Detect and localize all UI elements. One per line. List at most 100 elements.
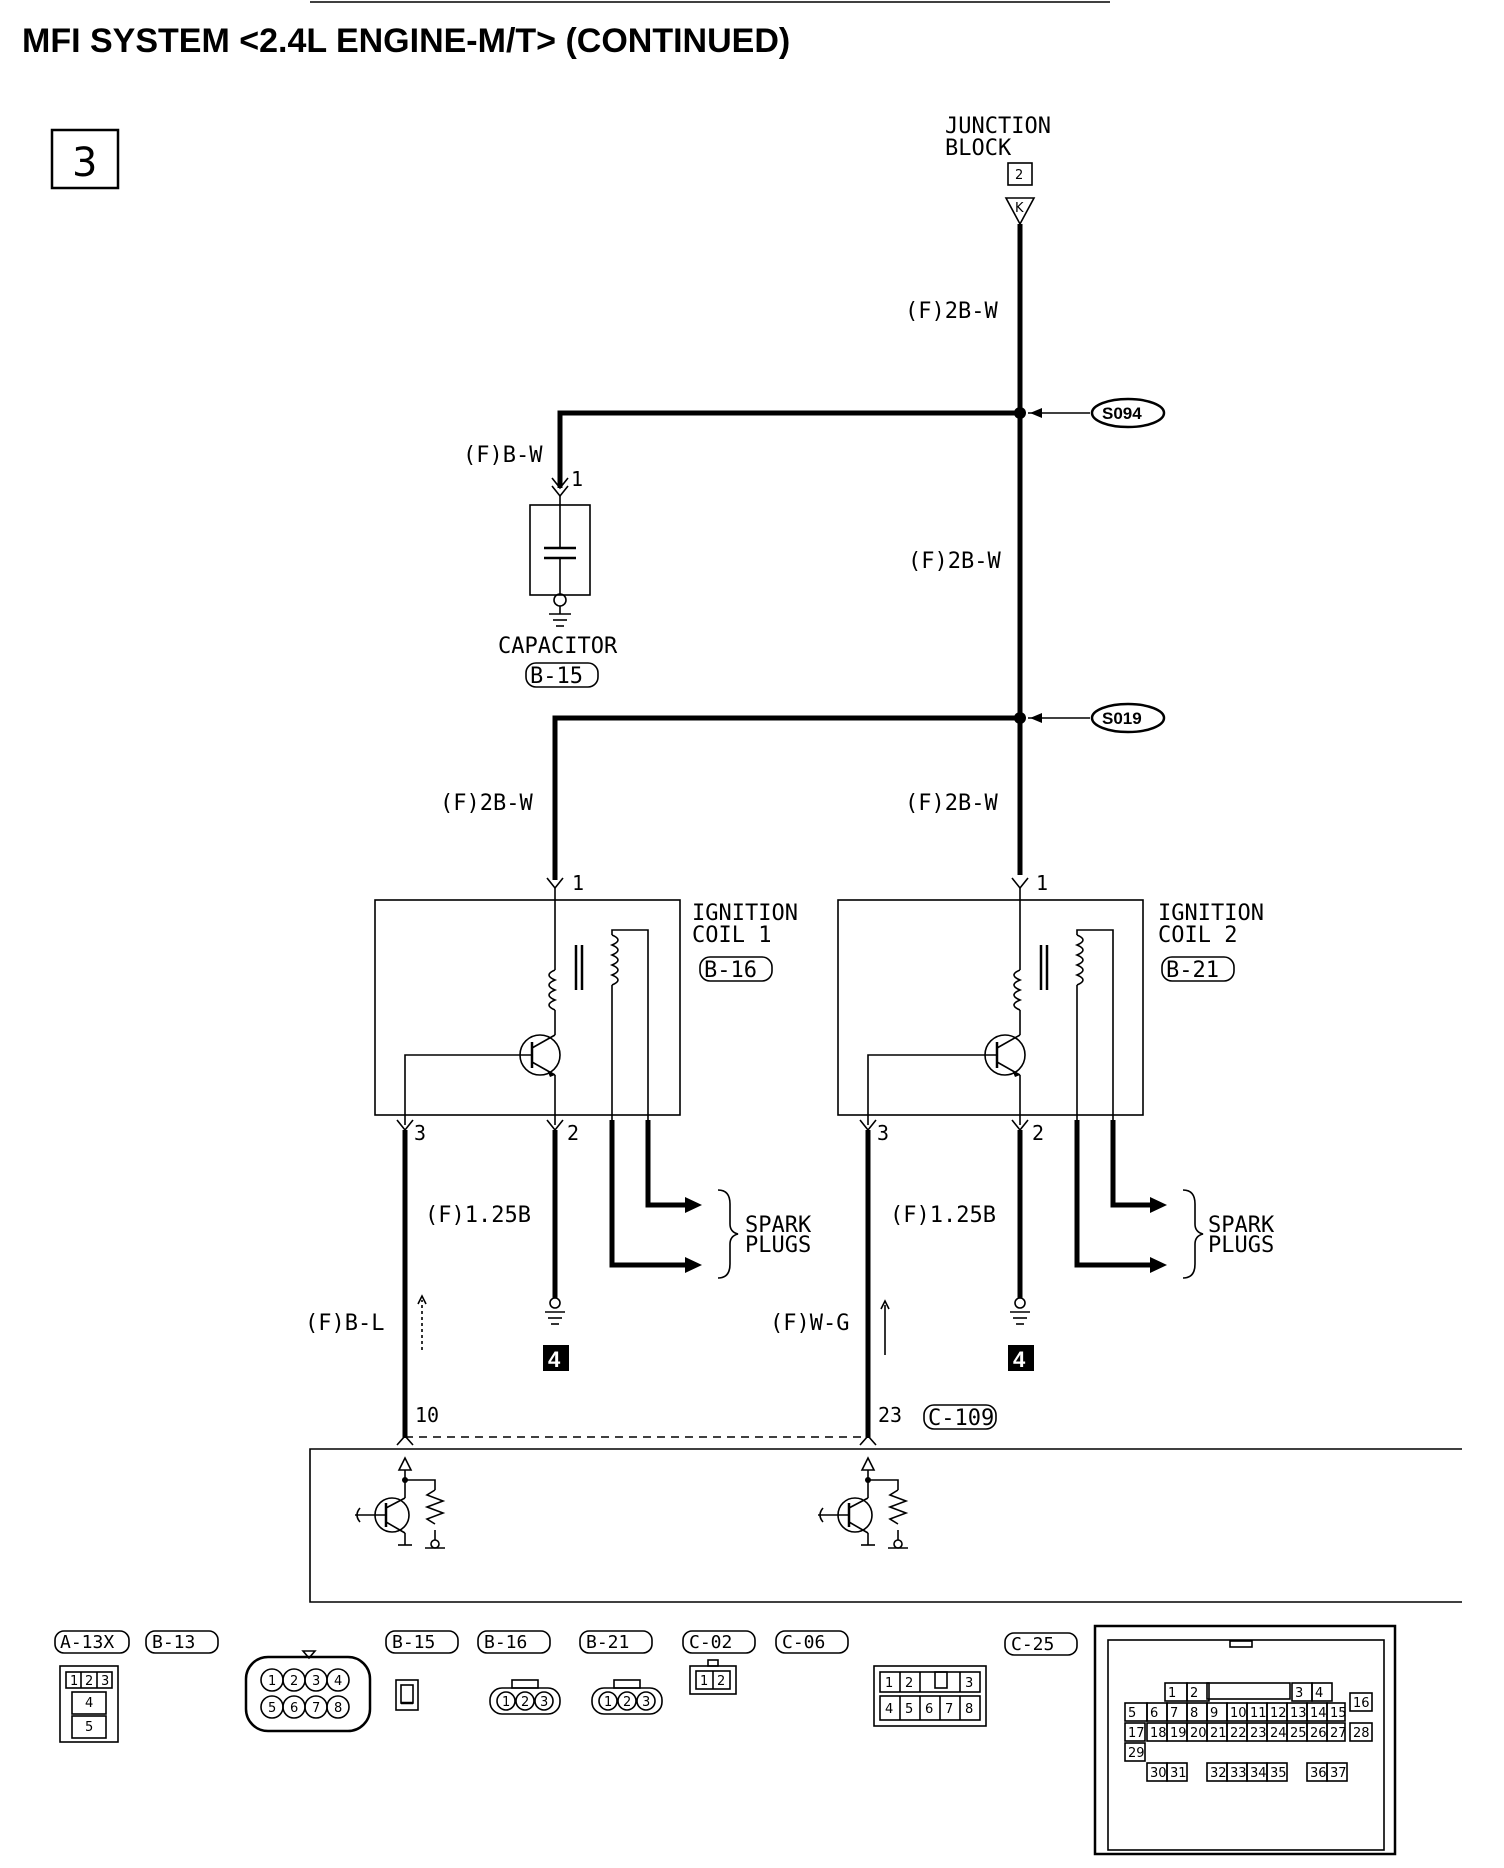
c25-pin-number: 7 [1170, 1706, 1178, 1721]
c25-pin-number: 9 [1210, 1706, 1218, 1721]
conn-label-c06: C-06 [782, 1632, 825, 1653]
ignition-coil-1: 1 3 2 IGNITION COIL 1 B-16 [374, 871, 798, 1145]
c25-pin-number: 1 [1168, 1686, 1176, 1701]
connector-c02: 1 2 [689, 1659, 737, 1695]
connector-b21: 1 2 3 [591, 1679, 663, 1715]
c25-pin-cell [1124, 1742, 1146, 1762]
c25-pin-number: 13 [1290, 1706, 1307, 1721]
ecm-driver-1 [355, 1456, 446, 1549]
junction-block-number: 2 [1015, 168, 1023, 183]
c25-pin-number: 29 [1128, 1746, 1145, 1761]
coil1-feed-wire [552, 715, 1020, 880]
coil1-label-2: COIL 1 [692, 923, 771, 948]
svg-text:1: 1 [604, 1695, 612, 1710]
connector-labels: A-13X B-13 B-15 B-16 B-21 C-02 C-06 C-25 [54, 1630, 1078, 1656]
wire-label-jb-top: (F)2B-W [905, 299, 998, 324]
wire-label-jb-mid: (F)2B-W [908, 549, 1001, 574]
c25-pin-number: 33 [1230, 1766, 1247, 1781]
c25-pin-number: 26 [1310, 1726, 1327, 1741]
c25-pin-number: 6 [1150, 1706, 1158, 1721]
c25-pin-number: 4 [1315, 1686, 1323, 1701]
ecm-connector: C-109 [928, 1406, 994, 1431]
conn-label-b21: B-21 [586, 1632, 629, 1653]
c25-pin-cell [1349, 1722, 1373, 1742]
junction-pin: K [1015, 201, 1024, 216]
svg-text:2: 2 [85, 1674, 93, 1689]
c25-pin-cell [1124, 1722, 1146, 1742]
c25-pin-number: 11 [1250, 1706, 1267, 1721]
c25-pin-number: 15 [1330, 1706, 1347, 1721]
c25-pin-number: 3 [1295, 1686, 1303, 1701]
svg-text:1: 1 [885, 1676, 893, 1691]
svg-text:4: 4 [885, 1702, 893, 1717]
c25-pin-number: 8 [1190, 1706, 1198, 1721]
connector-b13: 1 2 3 4 5 6 7 8 [244, 1650, 372, 1733]
svg-text:3: 3 [540, 1695, 548, 1710]
svg-text:1: 1 [700, 1674, 708, 1689]
svg-text:3: 3 [312, 1674, 320, 1689]
c25-pin-number: 25 [1290, 1726, 1307, 1741]
ignition-coil-2: 1 3 2 IGNITION COIL 2 B-21 [837, 871, 1264, 1145]
ecm-pin-23: 23 [878, 1403, 902, 1427]
wire-label-coil1-signal: (F)B-L [305, 1311, 384, 1336]
splice-s094 [1090, 397, 1166, 429]
conn-label-a13x: A-13X [60, 1632, 114, 1653]
ground-ref-1: 4 [548, 1347, 561, 1372]
capacitor-pin: 1 [571, 467, 583, 491]
c25-pin-number: 10 [1230, 1706, 1247, 1721]
wire-label-coil1-feed: (F)2B-W [440, 791, 533, 816]
coil2-pin-3: 3 [877, 1121, 889, 1145]
coil1-pin-2: 2 [567, 1121, 579, 1145]
svg-text:4: 4 [85, 1696, 93, 1711]
svg-text:8: 8 [334, 1701, 342, 1716]
conn-label-c25: C-25 [1011, 1634, 1054, 1655]
c25-pin-cell [1349, 1692, 1373, 1712]
svg-text:2: 2 [290, 1674, 298, 1689]
svg-text:7: 7 [945, 1702, 953, 1717]
svg-text:2: 2 [623, 1695, 631, 1710]
c25-pin-number: 14 [1310, 1706, 1327, 1721]
conn-label-b13: B-13 [152, 1632, 195, 1653]
coil2-label-2: COIL 2 [1158, 923, 1237, 948]
c25-pin-number: 31 [1170, 1766, 1187, 1781]
c25-pin-number: 24 [1270, 1726, 1287, 1741]
connector-b16: 1 2 3 [489, 1679, 561, 1715]
c25-pin-number: 16 [1353, 1696, 1370, 1711]
c25-pin-number: 21 [1210, 1726, 1227, 1741]
wire-label-coil2-ground: (F)1.25B [890, 1203, 996, 1228]
junction-block-box [1007, 162, 1033, 186]
svg-text:3: 3 [965, 1676, 973, 1691]
c25-pin-cell [1326, 1722, 1346, 1742]
svg-text:3: 3 [101, 1674, 109, 1689]
c25-pin-number: 2 [1190, 1686, 1198, 1701]
junction-pin-triangle [1004, 197, 1036, 226]
coil1-pin-3: 3 [414, 1121, 426, 1145]
svg-text:1: 1 [70, 1674, 78, 1689]
c25-pin-number: 35 [1270, 1766, 1287, 1781]
svg-text:6: 6 [290, 1701, 298, 1716]
page-title: MFI SYSTEM <2.4L ENGINE-M/T> (CONTINUED) [22, 22, 790, 60]
c25-pin-number: 20 [1190, 1726, 1207, 1741]
c25-pin-number: 36 [1310, 1766, 1327, 1781]
svg-text:1: 1 [268, 1674, 276, 1689]
page-number: 3 [72, 140, 97, 186]
conn-label-b16: B-16 [484, 1632, 527, 1653]
svg-text:4: 4 [334, 1674, 342, 1689]
c25-pin-number: 37 [1330, 1766, 1347, 1781]
coil1-label-1: IGNITION [692, 901, 798, 926]
svg-text:2: 2 [521, 1695, 529, 1710]
connector-c06: 1 2 3 4 5 6 7 8 [873, 1665, 987, 1727]
svg-text:5: 5 [905, 1702, 913, 1717]
c25-pin-cell [1326, 1702, 1346, 1722]
wire-label-coil2-signal: (F)W-G [770, 1311, 849, 1336]
coil2-connector: B-21 [1166, 958, 1219, 983]
splice-label-s019: S019 [1102, 709, 1142, 728]
svg-text:1: 1 [502, 1695, 510, 1710]
c25-pin-number: 27 [1330, 1726, 1347, 1741]
coil2-pin-1: 1 [1036, 871, 1048, 895]
ecm-box [309, 1448, 1462, 1603]
c25-pin-number: 22 [1230, 1726, 1247, 1741]
conn-label-c02: C-02 [689, 1632, 732, 1653]
